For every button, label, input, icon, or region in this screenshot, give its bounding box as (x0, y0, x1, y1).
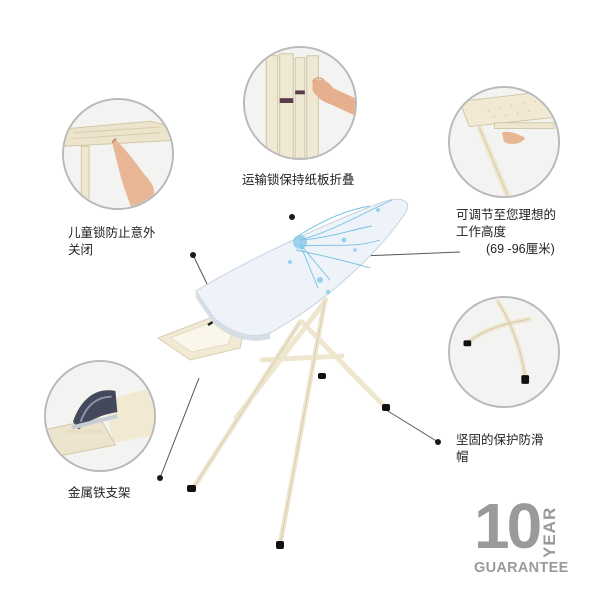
child-lock-label-line1: 儿童锁防止意外 (68, 226, 156, 240)
anti-slip-feet (187, 373, 390, 549)
guarantee-year-word: YEAR (540, 506, 559, 558)
child-lock-label-line2: 关闭 (68, 243, 94, 257)
iron-rest-label: 金属铁支架 (68, 486, 131, 500)
height-label-line2: 工作高度 (456, 225, 507, 239)
callout-dots (157, 214, 441, 481)
transport-lock-detail-image (243, 46, 357, 160)
guarantee-badge: 10 YEAR GUARANTEE (474, 494, 574, 584)
iron-rest-detail-image (44, 360, 156, 472)
height-adjust-detail-image (448, 86, 560, 198)
height-label-line3: (69 -96厘米) (486, 242, 555, 256)
feet-label-line1: 坚固的保护防滑 (456, 433, 544, 447)
guarantee-years-number: 10 (474, 490, 542, 562)
anti-slip-feet-detail-image (448, 296, 560, 408)
child-lock-detail-image (62, 98, 174, 210)
height-label-line1: 可调节至您理想的 (456, 208, 557, 222)
feet-label-line2: 帽 (456, 450, 469, 464)
board-top (195, 198, 409, 341)
guarantee-word: GUARANTEE (474, 560, 569, 576)
transport-lock-label: 运输锁保持纸板折叠 (242, 173, 355, 187)
